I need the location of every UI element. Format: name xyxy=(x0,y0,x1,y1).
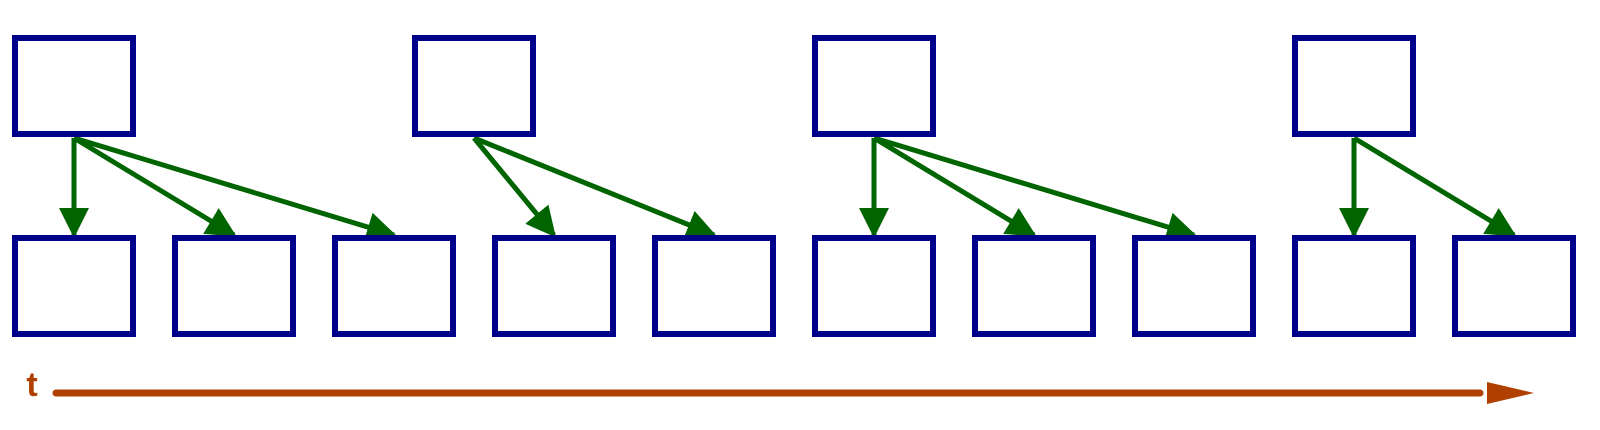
time-axis-label: t xyxy=(26,366,37,404)
child-node-b10 xyxy=(1452,235,1576,337)
timeline: t xyxy=(26,366,1534,404)
parent-node-a xyxy=(12,35,136,137)
nodes-layer xyxy=(12,35,1576,337)
parent-node-d xyxy=(1292,35,1416,137)
child-node-b5 xyxy=(652,235,776,337)
parent-node-b xyxy=(412,35,536,137)
edges-layer xyxy=(59,135,1517,242)
edge-d-b10 xyxy=(1352,135,1517,238)
child-node-b2 xyxy=(172,235,296,337)
edge-b-b5 xyxy=(473,135,717,239)
edge-c-b8 xyxy=(873,135,1197,242)
child-node-b8 xyxy=(1132,235,1256,337)
edge-b-b4 xyxy=(472,136,556,238)
child-node-b6 xyxy=(812,235,936,337)
child-node-b9 xyxy=(1292,235,1416,337)
child-node-b3 xyxy=(332,235,456,337)
edge-a-b3 xyxy=(73,135,397,242)
parent-node-c xyxy=(812,35,936,137)
child-node-b1 xyxy=(12,235,136,337)
child-node-b4 xyxy=(492,235,616,337)
arrow-right-icon xyxy=(1487,382,1534,404)
edge-a-b2 xyxy=(72,135,237,238)
child-node-b7 xyxy=(972,235,1096,337)
edge-c-b7 xyxy=(872,135,1037,238)
